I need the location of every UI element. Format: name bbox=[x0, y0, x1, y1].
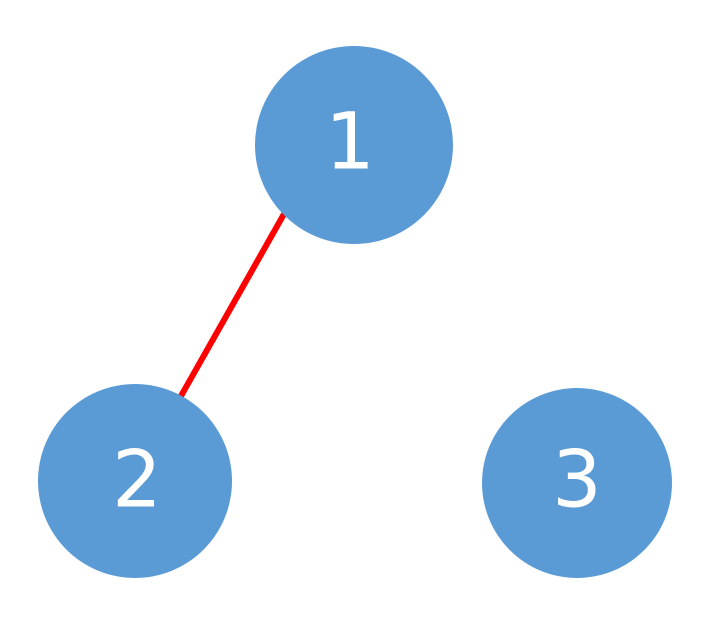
node-2-circle[interactable] bbox=[38, 384, 232, 578]
node-3[interactable]: 3 bbox=[482, 388, 672, 578]
node-1-circle[interactable] bbox=[255, 46, 453, 244]
edge-1-2[interactable] bbox=[178, 212, 287, 398]
edges-layer bbox=[178, 212, 287, 398]
nodes-layer: 1 2 3 bbox=[38, 46, 672, 578]
node-3-circle[interactable] bbox=[482, 388, 672, 578]
node-2[interactable]: 2 bbox=[38, 384, 232, 578]
node-2-label: 2 bbox=[112, 435, 162, 525]
node-3-label: 3 bbox=[552, 435, 602, 525]
node-1[interactable]: 1 bbox=[255, 46, 453, 244]
node-1-label: 1 bbox=[325, 97, 375, 187]
